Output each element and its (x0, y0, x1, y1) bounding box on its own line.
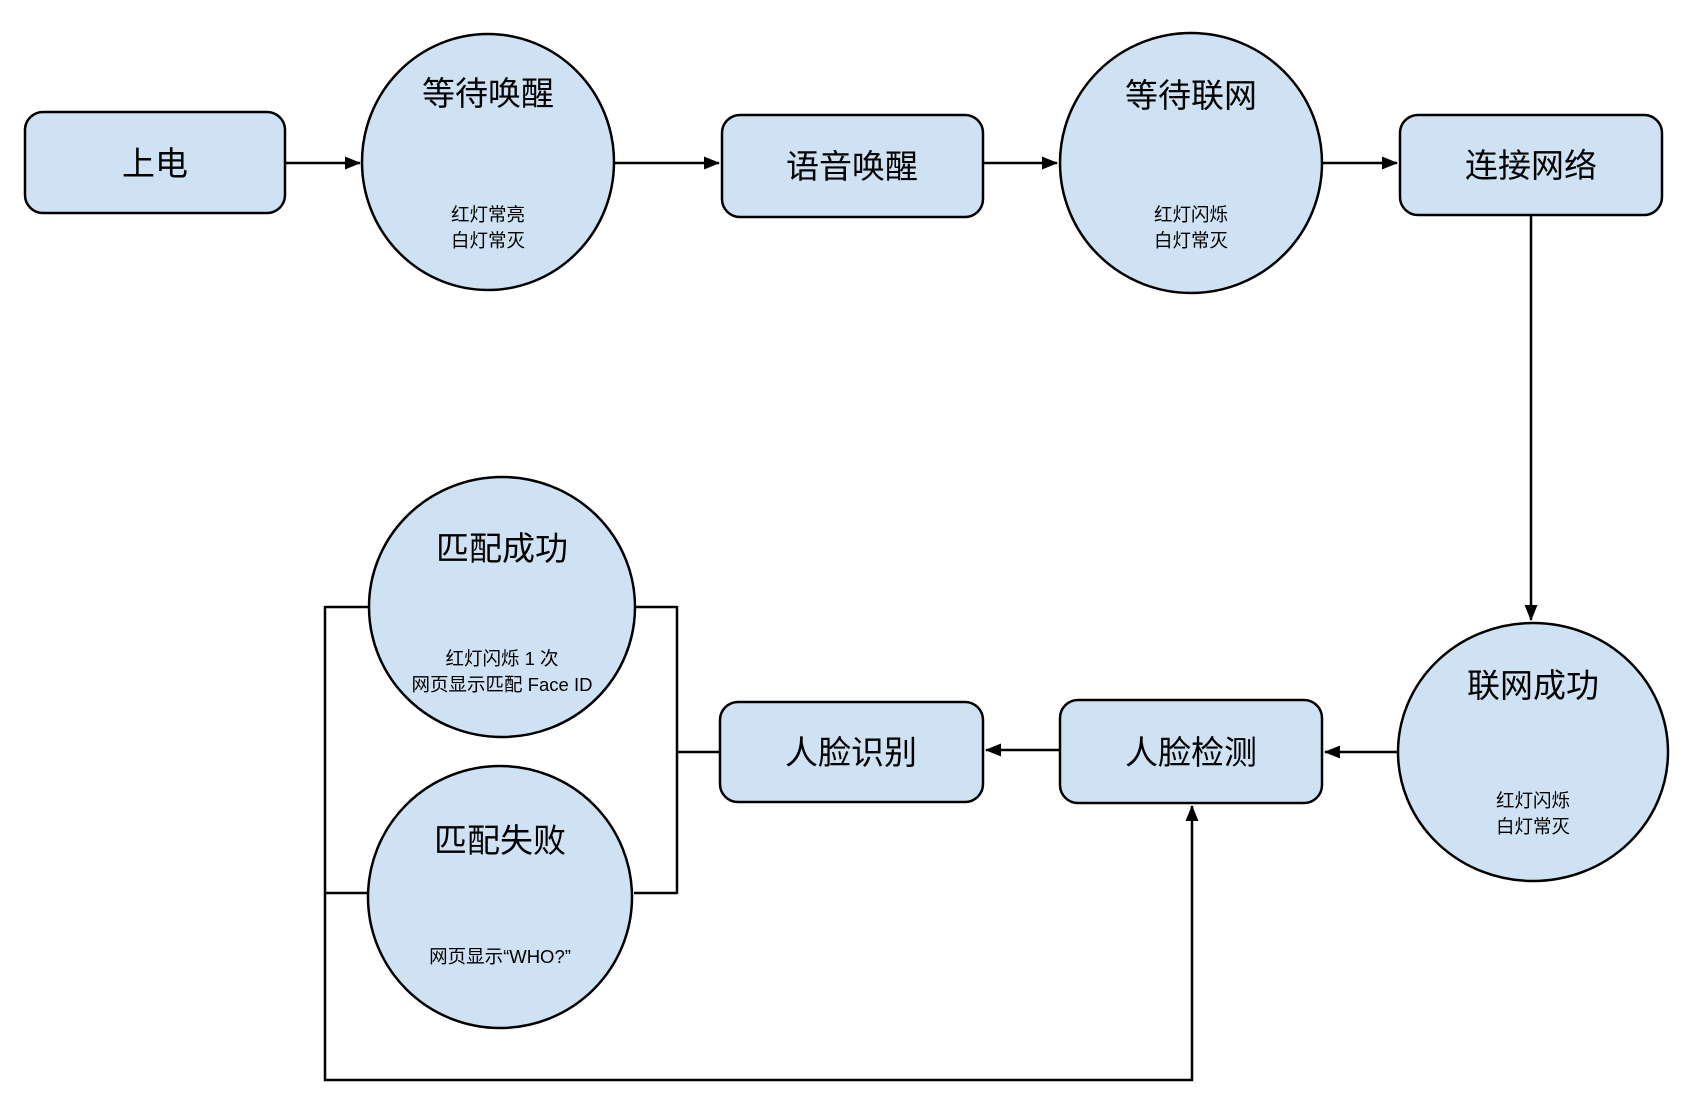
node-wait-wake: 等待唤醒 红灯常亮 白灯常灭 (360, 32, 616, 292)
node-face-recognize: 人脸识别 (718, 700, 985, 804)
node-power-on: 上电 (23, 110, 287, 215)
edges (285, 156, 1538, 1082)
node-match-success-sub2: 网页显示匹配 Face ID (412, 674, 593, 695)
node-connect-network: 连接网络 (1398, 113, 1664, 217)
node-connect-network-label: 连接网络 (1465, 147, 1597, 184)
node-match-fail-label: 匹配失败 (434, 822, 566, 859)
node-network-success: 联网成功 红灯闪烁 白灯常灭 (1396, 621, 1670, 883)
node-match-success-label: 匹配成功 (436, 530, 568, 567)
node-match-fail-sub1: 网页显示“WHO?” (429, 946, 571, 967)
loop-back-to-face-detect (323, 606, 1199, 1082)
node-wait-wake-shape (360, 32, 616, 292)
node-power-on-shape (23, 110, 287, 215)
node-face-detect-label: 人脸检测 (1125, 734, 1257, 771)
node-face-detect-shape (1058, 698, 1324, 805)
node-face-recognize-shape (718, 700, 985, 804)
node-face-detect: 人脸检测 (1058, 698, 1324, 805)
node-network-success-sub1: 红灯闪烁 (1496, 790, 1570, 811)
node-wait-network-sub1: 红灯闪烁 (1154, 204, 1228, 225)
node-match-success: 匹配成功 红灯闪烁 1 次 网页显示匹配 Face ID (367, 475, 637, 739)
node-match-fail: 匹配失败 网页显示“WHO?” (366, 764, 634, 1030)
node-match-fail-shape (366, 764, 634, 1030)
node-match-success-sub1: 红灯闪烁 1 次 (445, 648, 558, 669)
node-wait-network-shape (1058, 31, 1324, 295)
node-voice-wake: 语音唤醒 (720, 113, 985, 219)
node-wait-wake-sub2: 白灯常灭 (451, 230, 525, 251)
node-wait-wake-sub1: 红灯常亮 (451, 204, 525, 225)
node-connect-network-shape (1398, 113, 1664, 217)
node-power-on-label: 上电 (122, 145, 188, 182)
node-wait-wake-label: 等待唤醒 (422, 75, 554, 112)
node-network-success-sub2: 白灯常灭 (1496, 816, 1570, 837)
node-network-success-label: 联网成功 (1467, 667, 1599, 704)
node-network-success-shape (1396, 621, 1670, 883)
node-wait-network: 等待联网 红灯闪烁 白灯常灭 (1058, 31, 1324, 295)
node-wait-network-sub2: 白灯常灭 (1154, 230, 1228, 251)
node-face-recognize-label: 人脸识别 (785, 734, 917, 771)
node-voice-wake-label: 语音唤醒 (786, 148, 918, 185)
node-match-success-shape (367, 475, 637, 739)
node-voice-wake-shape (720, 113, 985, 219)
node-wait-network-label: 等待联网 (1125, 77, 1257, 114)
